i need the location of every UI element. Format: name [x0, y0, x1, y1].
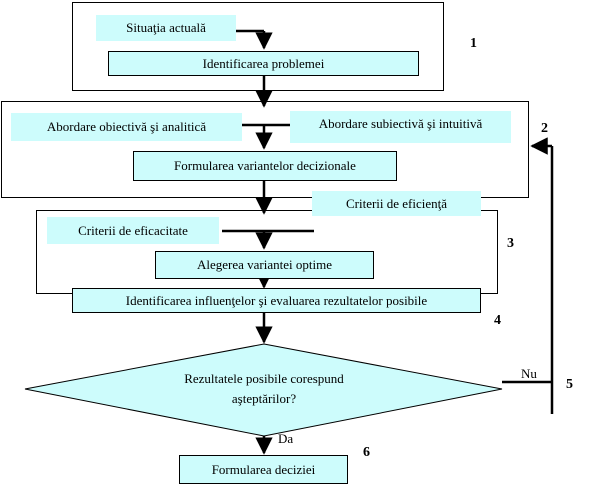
step-number-5: 5 — [566, 377, 573, 392]
step-number-6: 6 — [363, 445, 370, 460]
node-abordare-obiectiva: Abordare obiectivă şi analitică — [11, 113, 242, 141]
step-number-3: 3 — [507, 236, 514, 251]
step-number-1: 1 — [470, 36, 477, 51]
decision-line-2: aşteptărilor? — [231, 391, 297, 406]
node-criterii-eficacitate: Criterii de eficacitate — [47, 217, 219, 244]
branch-label-da: Da — [278, 431, 294, 446]
node-formularea-deciziei: Formularea deciziei — [179, 455, 348, 484]
node-criterii-eficienta: Criterii de eficienţă — [312, 191, 481, 216]
branch-label-nu: Nu — [521, 366, 537, 381]
step-number-4: 4 — [494, 313, 501, 328]
node-formularea-variantelor: Formularea variantelor decizionale — [133, 151, 397, 181]
node-abordare-subiectiva: Abordare subiectivă şi intuitivă — [290, 111, 511, 143]
node-identificarea-problemei: Identificarea problemei — [108, 51, 419, 76]
node-identificarea-influentelor: Identificarea influenţelor şi evaluarea … — [72, 288, 481, 313]
decision-diamond — [24, 343, 503, 437]
node-situatia-actuala: Situaţia actuală — [96, 15, 236, 41]
decision-line-1: Rezultatele posibile corespund — [184, 371, 344, 386]
step-number-2: 2 — [541, 121, 548, 136]
node-alegerea-variantei: Alegerea variantei optime — [155, 251, 374, 279]
decision-text: Rezultatele posibile corespund aşteptări… — [140, 369, 388, 409]
